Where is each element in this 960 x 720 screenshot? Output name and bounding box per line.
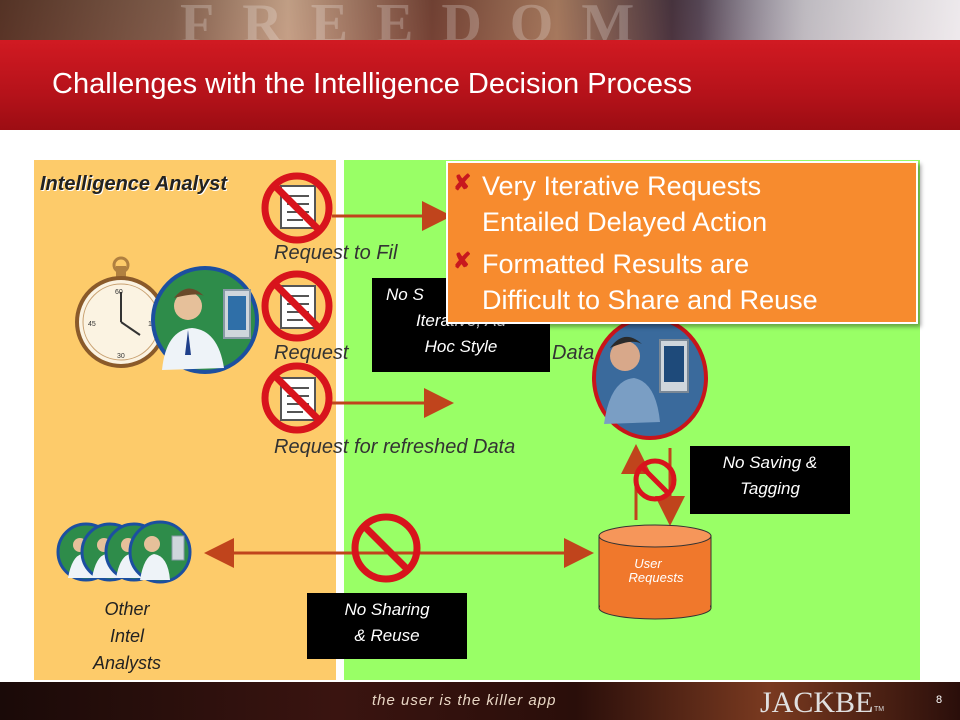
iterative-callout-line-3: Hoc Style: [424, 337, 498, 356]
prohibition-sign-icon: [351, 513, 421, 583]
saving-callout-line-1: No Saving &: [722, 453, 818, 472]
prohibition-sign-icon: [261, 172, 333, 244]
footer-bar: [0, 682, 960, 720]
popup-bullet-1-line-1: Very Iterative Requests: [482, 171, 762, 201]
trademark-mark: TM: [874, 706, 885, 713]
other-analysts-icon-group: [56, 520, 192, 584]
request-label-2: Request: [274, 342, 349, 364]
analyst-avatar-icon: [151, 266, 259, 374]
cross-bullet-icon: ✘: [453, 170, 472, 195]
other-analysts-line-2: Intel: [109, 626, 145, 646]
request-label-3: Request for refreshed Data: [274, 436, 516, 458]
slide-title: Challenges with the Intelligence Decisio…: [52, 68, 692, 100]
page-number: 8: [936, 694, 943, 706]
saving-callout-line-2: Tagging: [740, 479, 800, 498]
system-analyst-avatar-icon: [592, 316, 708, 440]
saving-callout: No Saving & Tagging: [690, 446, 850, 514]
database-label-line-1: User: [634, 556, 662, 571]
footer-tagline: the user is the killer app: [372, 692, 557, 709]
sharing-callout-line-1: No Sharing: [344, 600, 430, 619]
iterative-callout-line-1: No S: [386, 285, 424, 304]
panel-label: Intelligence Analyst: [40, 173, 228, 195]
banner-red-band: [0, 40, 960, 130]
prohibition-sign-icon: [633, 458, 677, 502]
challenges-popup: [446, 161, 918, 324]
prohibition-sign-icon: [261, 270, 333, 342]
popup-bullet-1-line-2: Entailed Delayed Action: [482, 207, 768, 237]
other-analysts-line-1: Other: [104, 599, 150, 619]
database-cylinder-icon: [598, 524, 712, 620]
svg-text:30: 30: [117, 353, 125, 360]
svg-text:60: 60: [115, 289, 123, 296]
header-banner: FREEDOM: [0, 0, 960, 130]
request-label-1: Request to Fil: [274, 242, 398, 264]
sharing-callout-line-2: & Reuse: [354, 626, 420, 645]
jackbe-logo: JACKBE: [760, 686, 874, 719]
other-analysts-line-3: Analysts: [92, 653, 162, 673]
prohibition-sign-icon: [261, 362, 333, 434]
svg-text:45: 45: [88, 321, 96, 328]
banner-photo-right: [700, 0, 960, 40]
popup-bullet-2-line-2: Difficult to Share and Reuse: [482, 285, 818, 315]
database-label-line-2: Requests: [628, 570, 684, 585]
popup-bullet-2-line-1: Formatted Results are: [482, 249, 750, 279]
request-label-2-tail: Data: [552, 342, 595, 364]
sharing-callout: No Sharing & Reuse: [307, 593, 467, 659]
cross-bullet-icon: ✘: [453, 248, 472, 273]
other-analysts-label: Other Intel Analysts: [72, 596, 182, 677]
